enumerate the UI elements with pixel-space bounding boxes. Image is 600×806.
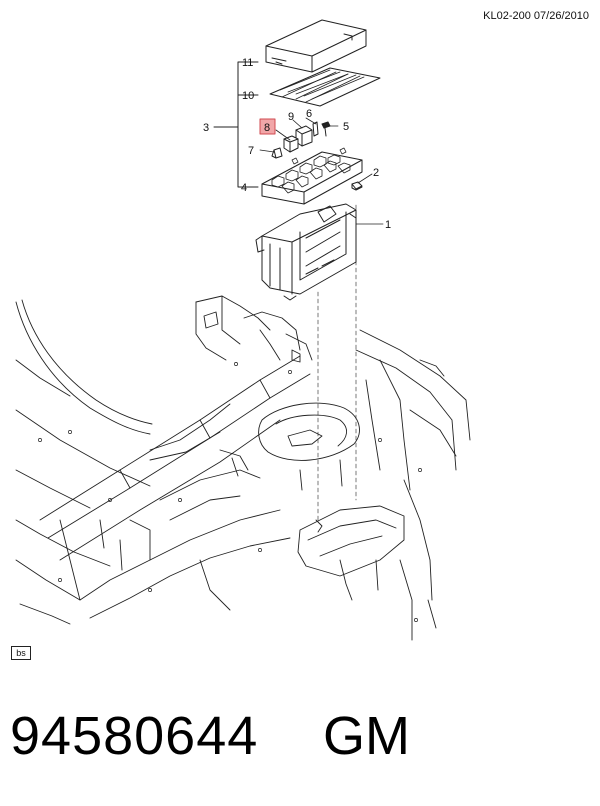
part-5-bolt <box>321 121 331 137</box>
part-number: 94580644 <box>10 706 259 766</box>
part-10-label-sheet <box>269 67 381 107</box>
part-4-fuse-block <box>261 147 363 205</box>
part-2-nut <box>351 181 363 191</box>
callout-1: 1 <box>385 219 391 231</box>
part-7-fuse <box>271 147 283 159</box>
callout-6: 6 <box>306 108 312 120</box>
part-8-relay <box>283 135 299 153</box>
callout-11: 11 <box>242 57 253 69</box>
vehicle-frame <box>15 295 471 641</box>
corner-tag: bs <box>11 646 31 660</box>
diagram-code: KL02-200 07/26/2010 <box>483 10 589 22</box>
part-1-housing <box>255 203 357 301</box>
callout-8-highlight <box>259 118 276 135</box>
callout-7: 7 <box>248 145 254 157</box>
leader-lines <box>259 117 384 225</box>
brand-name: GM <box>323 706 410 766</box>
callout-4: 4 <box>241 182 247 194</box>
callout-10: 10 <box>242 90 254 102</box>
part-11-cover <box>265 19 367 73</box>
callout-8: 8 <box>264 122 270 134</box>
exploded-view-drawing: 1 2 3 4 5 6 7 8 9 10 11 <box>15 19 471 641</box>
part-6-fuse <box>312 121 319 137</box>
callout-2: 2 <box>373 167 379 179</box>
callout-labels: 1 2 3 4 5 6 7 8 9 10 11 <box>203 57 391 231</box>
callout-3: 3 <box>203 122 209 134</box>
callout-5: 5 <box>343 121 349 133</box>
callout-9: 9 <box>288 111 294 123</box>
alignment-lines <box>317 204 357 521</box>
callout-3-bracket <box>213 61 259 188</box>
